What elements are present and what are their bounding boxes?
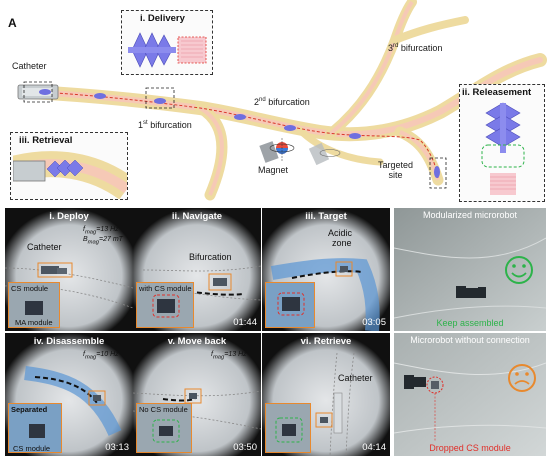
branch-first-bifurcation bbox=[194, 102, 228, 201]
tile-target-acidic-label: Acidic bbox=[328, 228, 353, 238]
tile-deploy-catheter-label: Catheter bbox=[27, 242, 62, 252]
tile-navigate-time: 01:44 bbox=[233, 317, 257, 328]
tile-target-time: 03:05 bbox=[362, 317, 386, 328]
panel-d-no-connection: Microrobot without connection Dropped CS… bbox=[394, 333, 546, 456]
tile-move-back-time: 03:50 bbox=[233, 442, 257, 453]
inset-delivery-title: i. Delivery bbox=[140, 13, 185, 24]
tile-retrieve-title: vi. Retrieve bbox=[300, 336, 352, 347]
magnet-label: Magnet bbox=[258, 165, 289, 175]
tile-retrieve-inset bbox=[265, 403, 311, 453]
tile-disassemble-cs-label: CS module bbox=[13, 444, 51, 453]
tile-disassemble-time: 03:13 bbox=[105, 442, 129, 453]
tile-move-back-title: v. Move back bbox=[167, 336, 227, 347]
trajectory-path bbox=[39, 91, 439, 179]
tile-target-title: iii. Target bbox=[305, 211, 347, 222]
panel-a-schematic: A bbox=[0, 0, 550, 203]
tile-disassemble-field: fmag=10 Hz bbox=[83, 351, 119, 361]
panel-d-assembled: Modularized microrobot Keep assembled bbox=[394, 208, 546, 331]
magnet-icon-secondary bbox=[308, 142, 341, 166]
tile-target-zone-label: zone bbox=[332, 238, 352, 248]
tile-move-back-inset: No CS module bbox=[136, 403, 192, 453]
tile-navigate-bifurcation-label: Bifurcation bbox=[189, 252, 232, 262]
smiley-icon bbox=[505, 256, 533, 284]
inset-releasement: ii. Releasement bbox=[459, 84, 545, 202]
tile-deploy-ma-label: MA module bbox=[15, 318, 53, 327]
tile-disassemble-inset: Separated CS module bbox=[8, 403, 62, 453]
tile-deploy-field: fmag=13 Hz Bmag=27 mT bbox=[83, 226, 123, 246]
tile-navigate-cs-label: with CS module bbox=[139, 284, 192, 293]
tile-disassemble-separated-label: Separated bbox=[11, 405, 48, 414]
tile-navigate-inset: with CS module bbox=[136, 282, 194, 328]
tile-target: iii. Target Acidic zone 03:05 bbox=[262, 208, 390, 331]
panel-d-bottom-title: Microrobot without connection bbox=[410, 335, 530, 345]
panel-d-bottom-caption: Dropped CS module bbox=[429, 443, 511, 453]
delivery-robot-illustration bbox=[128, 32, 207, 68]
tile-deploy-title: i. Deploy bbox=[49, 211, 89, 222]
tile-deploy: i. Deploy fmag=13 Hz Bmag=27 mT Catheter… bbox=[5, 208, 133, 331]
panel-d-top-title: Modularized microrobot bbox=[422, 210, 518, 220]
branch-third-bifurcation bbox=[391, 16, 469, 44]
tile-disassemble: iv. Disassemble fmag=10 Hz Separated CS … bbox=[5, 333, 133, 456]
tile-target-inset bbox=[265, 282, 315, 328]
tile-navigate-title: ii. Navigate bbox=[171, 211, 223, 222]
first-bifurcation-label: 1st bifurcation bbox=[138, 120, 192, 130]
tile-deploy-cs-label: CS module bbox=[11, 284, 49, 293]
targeted-site-label: Targeted site bbox=[378, 160, 414, 180]
retrieval-illustration bbox=[13, 151, 127, 199]
tile-deploy-inset: CS module MA module bbox=[8, 282, 60, 328]
inset-retrieval-title: iii. Retrieval bbox=[19, 135, 73, 146]
inset-releasement-title: ii. Releasement bbox=[462, 87, 532, 98]
tile-move-back-no-cs-label: No CS module bbox=[139, 405, 188, 414]
tile-retrieve-catheter-label: Catheter bbox=[338, 373, 373, 383]
inset-retrieval: iii. Retrieval bbox=[10, 132, 128, 200]
tile-move-back-field: fmag=13 Hz bbox=[211, 351, 247, 361]
releasement-robot-illustration bbox=[481, 102, 525, 195]
frowning-face-icon bbox=[508, 364, 536, 392]
tile-navigate: ii. Navigate Bifurcation with CS module … bbox=[133, 208, 261, 331]
tile-retrieve-time: 04:14 bbox=[362, 442, 386, 453]
panel-a-letter: A bbox=[8, 16, 17, 30]
tile-retrieve: vi. Retrieve Catheter 04:14 bbox=[262, 333, 390, 456]
catheter-label: Catheter bbox=[12, 61, 47, 71]
tile-move-back: v. Move back fmag=13 Hz No CS module 03:… bbox=[133, 333, 261, 456]
third-bifurcation-label: 3rd bifurcation bbox=[388, 43, 443, 53]
panel-d-top-caption: Keep assembled bbox=[436, 318, 504, 328]
inset-delivery: i. Delivery bbox=[121, 10, 213, 75]
second-bifurcation-label: 2nd bifurcation bbox=[254, 97, 310, 107]
magnet-icon bbox=[259, 138, 295, 163]
tile-disassemble-title: iv. Disassemble bbox=[33, 336, 105, 347]
